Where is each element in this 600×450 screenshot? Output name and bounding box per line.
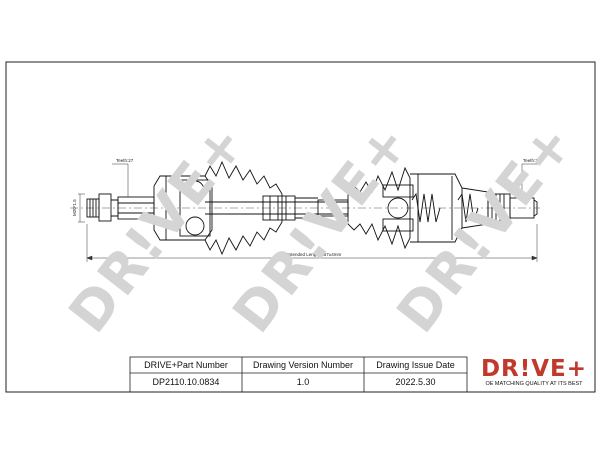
header-issue-date: Drawing Issue Date bbox=[376, 360, 455, 370]
sheet-frame bbox=[5, 61, 596, 393]
teeth-left-label: Teeth:27 bbox=[116, 158, 134, 163]
teeth-right-label: Teeth:36 bbox=[523, 158, 541, 163]
spring-right bbox=[457, 192, 479, 223]
spring bbox=[411, 192, 441, 223]
logo-tagline: OE MATCHING QUALITY AT ITS BEST bbox=[485, 381, 583, 387]
thread-label: M20*1.5 bbox=[72, 199, 77, 216]
outer-boot bbox=[204, 160, 283, 256]
extended-length-label: Extended Length:667±4mm bbox=[286, 252, 342, 257]
inner-boot bbox=[347, 166, 411, 250]
value-part-number: DP2110.10.0834 bbox=[152, 377, 220, 387]
inner-cv-joint bbox=[410, 173, 463, 243]
drive-shaft-drawing bbox=[86, 160, 538, 256]
dimension-lines bbox=[78, 163, 538, 262]
header-part-number: DRIVE+Part Number bbox=[144, 360, 228, 370]
outer-cv-joint bbox=[153, 175, 213, 241]
header-version-number: Drawing Version Number bbox=[252, 360, 354, 370]
title-block bbox=[129, 356, 468, 393]
value-issue-date: 2022.5.30 bbox=[395, 377, 436, 387]
logo-wordmark: DR!VE+ bbox=[480, 356, 588, 382]
value-version-number: 1.0 bbox=[296, 377, 310, 387]
brand-logo: DR!VE+ OE MATCHING QUALITY AT ITS BEST bbox=[471, 356, 597, 390]
